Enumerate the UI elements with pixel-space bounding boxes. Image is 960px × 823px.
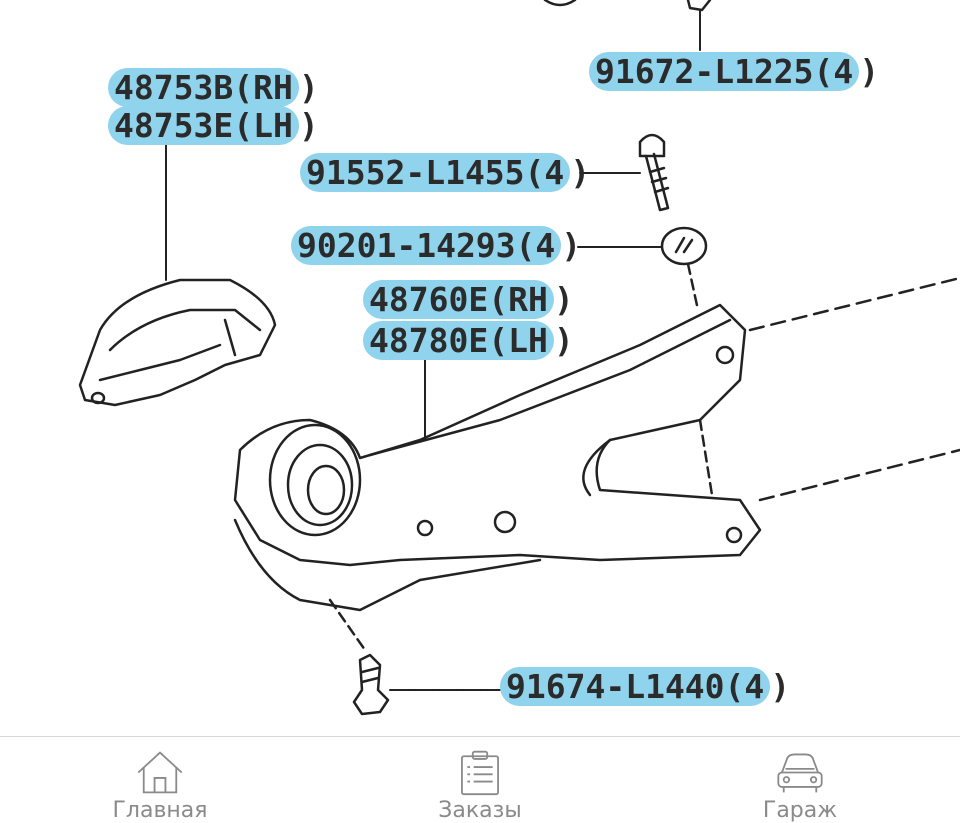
part-number: 48753B <box>114 68 234 107</box>
side-label: (LH <box>233 106 293 145</box>
nav-item-orders[interactable]: Заказы <box>320 737 640 823</box>
close-paren: ) <box>298 106 319 145</box>
callout-arm-rh[interactable]: 48760E(RH) <box>363 277 574 323</box>
callout-bolt-bottom[interactable]: 91674-L1440(4) <box>500 664 790 710</box>
close-paren: ) <box>561 226 582 265</box>
callout-bolt-mid[interactable]: 91552-L1455(4) <box>300 150 590 196</box>
part-number: 48760E <box>369 280 489 319</box>
close-paren: ) <box>553 280 574 319</box>
nav-item-garage[interactable]: Гараж <box>640 737 960 823</box>
side-label: (RH <box>233 68 293 107</box>
callout-bushing-rh[interactable]: 48753B(RH) <box>108 65 319 111</box>
nav-label-garage: Гараж <box>762 798 838 823</box>
side-label: (RH <box>488 280 548 319</box>
close-paren: ) <box>298 68 319 107</box>
callout-arm-lh[interactable]: 48780E(LH) <box>363 318 574 364</box>
part-number: 48753E <box>114 106 234 145</box>
part-number: 90201-14293 <box>297 226 516 265</box>
part-number: 91674-L1440 <box>506 667 725 706</box>
callout-bolt-top[interactable]: 91672-L1225(4) <box>589 49 879 95</box>
suspension-arm-drawing <box>78 0 960 716</box>
car-icon <box>777 753 823 793</box>
parts-diagram: 48753B(RH) 48753E(LH) 91672-L1225(4) 915… <box>78 0 960 716</box>
callout-washer[interactable]: 90201-14293(4) <box>291 223 581 269</box>
clipboard-icon <box>461 750 499 796</box>
bottom-navigation: Главная Заказы Гараж <box>0 736 960 823</box>
nav-label-home: Главная <box>112 798 208 823</box>
close-paren: ) <box>570 153 591 192</box>
quantity-label: (4 <box>724 667 765 706</box>
close-paren: ) <box>770 667 791 706</box>
quantity-label: (4 <box>524 153 565 192</box>
callout-bushing-lh[interactable]: 48753E(LH) <box>108 103 319 149</box>
side-label: (LH <box>488 321 548 360</box>
close-paren: ) <box>553 321 574 360</box>
quantity-label: (4 <box>515 226 556 265</box>
part-number: 48780E <box>369 321 489 360</box>
quantity-label: (4 <box>813 52 854 91</box>
nav-label-orders: Заказы <box>438 798 522 823</box>
part-number: 91552-L1455 <box>306 153 525 192</box>
nav-item-home[interactable]: Главная <box>0 737 320 823</box>
close-paren: ) <box>859 52 880 91</box>
part-number: 91672-L1225 <box>595 52 814 91</box>
home-icon <box>137 751 183 794</box>
